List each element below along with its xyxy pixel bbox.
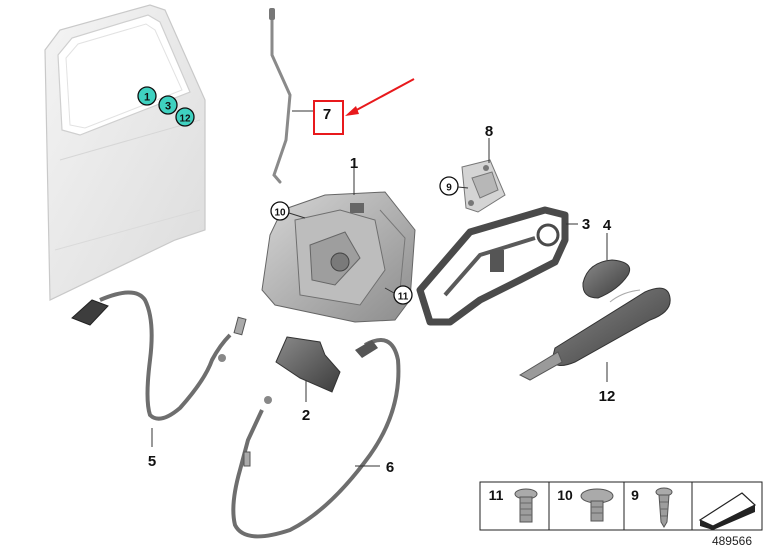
callout-10: 10 — [274, 208, 286, 219]
callout-11-circle — [393, 285, 413, 305]
part-7-highlight-box — [313, 100, 344, 135]
callout-5: 5 — [148, 453, 156, 470]
part-1-door-lock — [261, 191, 416, 323]
callout-7: 7 — [323, 106, 331, 123]
callout-9: 9 — [446, 183, 452, 194]
door-callout-3-circle — [158, 95, 178, 115]
callout-11: 11 — [398, 292, 409, 303]
door-callout-3: 3 — [165, 101, 171, 113]
fastener-legend: 11 10 9 — [479, 481, 763, 531]
red-arrow — [345, 78, 415, 116]
door-callout-12: 12 — [179, 114, 191, 125]
part-5-bowden-cable — [71, 290, 247, 421]
part-3-handle-carrier — [416, 206, 569, 326]
legend-item-10-number: 10 — [557, 487, 573, 503]
callout-6: 6 — [386, 459, 394, 476]
door-callout-1: 1 — [144, 92, 150, 104]
legend-screw-11-icon — [514, 488, 538, 523]
part-12-door-handle — [518, 287, 671, 381]
callout-8: 8 — [485, 123, 493, 140]
part-8-striker — [461, 159, 506, 213]
part-2-cover — [275, 336, 341, 393]
door-callout-12-circle — [175, 107, 195, 127]
part-7-rod — [269, 8, 313, 184]
callout-4: 4 — [603, 217, 612, 234]
callout-12: 12 — [599, 388, 616, 405]
callout-9-circle — [439, 176, 459, 196]
legend-screw-10-icon — [580, 488, 614, 522]
callout-3: 3 — [582, 216, 590, 233]
legend-screw-9-icon — [655, 487, 673, 528]
legend-shim-icon — [698, 492, 757, 530]
rear-door-panel — [44, 4, 206, 301]
legend-item-9-number: 9 — [631, 487, 639, 503]
callout-1: 1 — [350, 155, 358, 172]
part-6-bowden-cable — [231, 338, 401, 539]
legend-item-11-number: 11 — [489, 487, 504, 503]
part-4-cover-cap — [582, 259, 631, 299]
door-callout-1-circle — [137, 86, 157, 106]
reference-number: 489566 — [712, 534, 752, 548]
callout-2: 2 — [302, 407, 310, 424]
door-callout-group: 1 3 12 — [137, 86, 195, 127]
callout-10-circle — [270, 201, 290, 221]
